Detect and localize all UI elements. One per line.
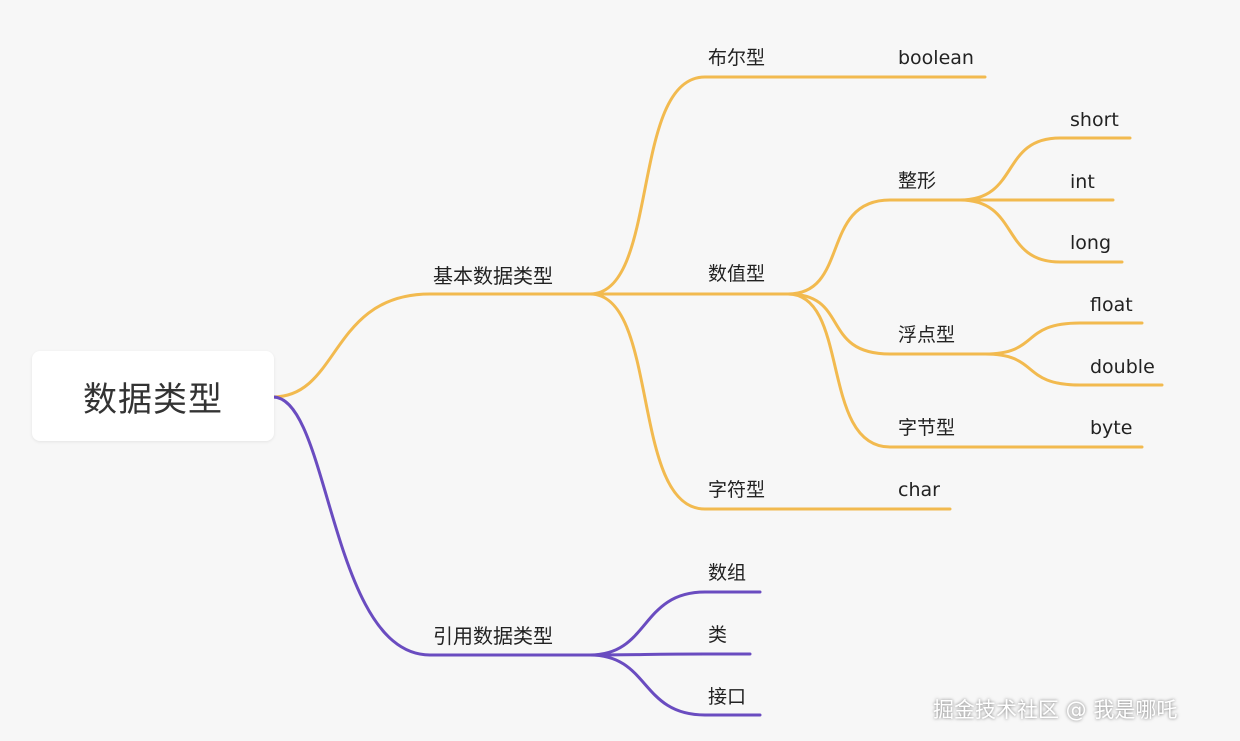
node-numeric-group[interactable]: 数值型 bbox=[708, 263, 766, 285]
node-interface[interactable]: 接口 bbox=[708, 686, 747, 708]
edge-numeric-integer bbox=[786, 198, 962, 296]
node-double[interactable]: double bbox=[1090, 356, 1155, 378]
edge-primitive-char bbox=[588, 292, 952, 511]
edge-root-primitive bbox=[271, 292, 592, 399]
node-char-group[interactable]: 字符型 bbox=[708, 479, 766, 501]
node-long[interactable]: long bbox=[1070, 232, 1112, 254]
edge-numeric-float bbox=[786, 292, 987, 356]
node-integer-group[interactable]: 整形 bbox=[898, 170, 937, 192]
edge-root-reference bbox=[271, 395, 592, 657]
watermark-text: 掘金技术社区 @ 我是哪吒 bbox=[933, 698, 1178, 722]
edge-integer-short bbox=[958, 136, 1132, 202]
node-float[interactable]: float bbox=[1090, 294, 1133, 316]
node-boolean-group[interactable]: 布尔型 bbox=[708, 47, 766, 69]
node-short[interactable]: short bbox=[1070, 109, 1119, 131]
node-primitive-types[interactable]: 基本数据类型 bbox=[433, 264, 553, 288]
edge-primitive-boolean bbox=[588, 75, 987, 296]
mindmap-edges bbox=[271, 75, 1164, 717]
edge-integer-long bbox=[958, 198, 1124, 264]
node-int[interactable]: int bbox=[1070, 171, 1095, 193]
node-reference-types[interactable]: 引用数据类型 bbox=[433, 624, 553, 648]
edge-reference-array bbox=[588, 590, 762, 657]
node-boolean[interactable]: boolean bbox=[898, 47, 974, 69]
node-array[interactable]: 数组 bbox=[708, 562, 747, 584]
edge-reference-class bbox=[588, 652, 752, 657]
root-node[interactable]: 数据类型 bbox=[32, 351, 274, 441]
node-char[interactable]: char bbox=[898, 479, 940, 501]
edge-reference-interface bbox=[588, 653, 762, 717]
edge-float-float bbox=[983, 321, 1144, 356]
edge-numeric-byte bbox=[786, 292, 1144, 449]
root-node-label: 数据类型 bbox=[83, 379, 223, 420]
node-byte[interactable]: byte bbox=[1090, 417, 1133, 439]
node-float-group[interactable]: 浮点型 bbox=[898, 324, 956, 346]
edge-float-double bbox=[983, 352, 1164, 387]
node-byte-group[interactable]: 字节型 bbox=[898, 417, 956, 439]
node-class[interactable]: 类 bbox=[708, 624, 728, 646]
